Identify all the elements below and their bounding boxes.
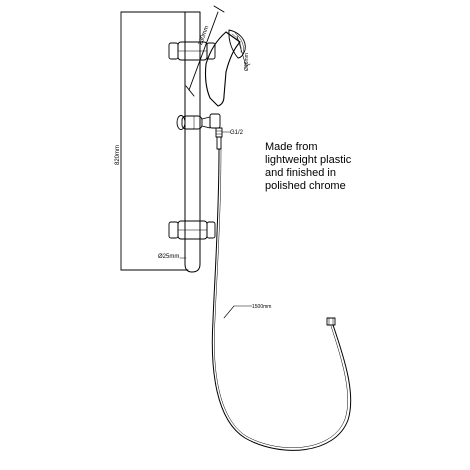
rail-length-dimension bbox=[120, 11, 189, 271]
rail-diameter-label: Ø25mm bbox=[158, 254, 179, 260]
description-line: and finished in bbox=[265, 167, 336, 179]
head-length-dimension bbox=[185, 5, 225, 97]
slider-holder bbox=[176, 113, 221, 130]
head-diameter-dimension bbox=[236, 35, 251, 67]
hose-connector-top bbox=[215, 127, 231, 150]
slide-rail bbox=[184, 11, 201, 273]
rail-length-label: 820mm bbox=[115, 145, 121, 165]
hand-shower bbox=[204, 29, 246, 107]
shower-hose bbox=[211, 148, 352, 451]
thread-label: G1/2 bbox=[230, 130, 244, 136]
material-description: Made from lightweight plastic and finish… bbox=[265, 141, 415, 193]
bottom-wall-bracket bbox=[168, 220, 216, 240]
hose-connector-bottom bbox=[326, 317, 336, 326]
description-line: polished chrome bbox=[265, 180, 346, 192]
top-wall-bracket bbox=[168, 41, 216, 61]
hose-length-label: 1500mm bbox=[252, 304, 271, 310]
head-diameter-label: Ø66mm bbox=[244, 53, 250, 71]
description-line: Made from bbox=[265, 141, 318, 153]
description-line: lightweight plastic bbox=[265, 154, 352, 166]
hose-length-leader bbox=[223, 305, 253, 319]
